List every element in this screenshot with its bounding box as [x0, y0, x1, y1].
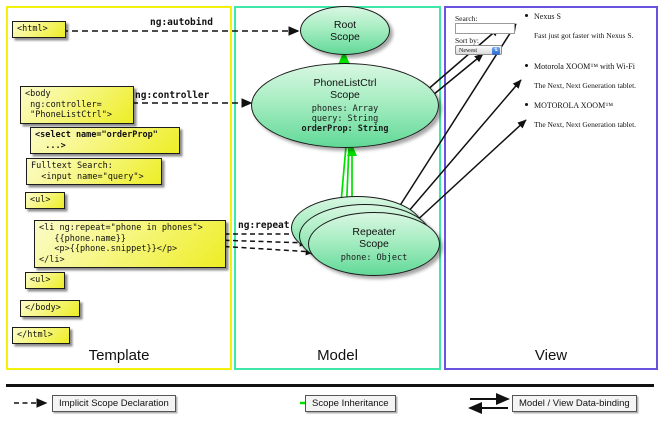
sort-select-value: Newest	[459, 48, 477, 54]
phonelistctrl-scope-props-orderprop: orderProp: String	[301, 124, 389, 134]
legend-scope-inheritance: Scope Inheritance	[305, 395, 396, 412]
list-item[interactable]: Motorola XOOM™ with Wi-Fi	[525, 62, 635, 71]
li-repeat-box: <li ng:repeat="phone in phones"> {{phone…	[34, 220, 226, 268]
column-view: View	[444, 6, 658, 370]
phone-name: Motorola XOOM™ with Wi-Fi	[534, 62, 635, 71]
column-label-template: Template	[88, 347, 150, 364]
fulltext-search-box: Fulltext Search: <input name="query">	[26, 158, 162, 185]
phonelistctrl-scope: PhoneListCtrl Scope phones: Array query:…	[251, 63, 439, 148]
ul-open-box: <ul>	[25, 192, 65, 209]
repeater-scope-title: Repeater Scope	[352, 225, 396, 250]
body-close-box: </body>	[20, 300, 80, 317]
phone-name: Nexus S	[534, 12, 561, 21]
column-label-model: Model	[317, 347, 358, 364]
column-model: Model	[234, 6, 441, 370]
repeater-scope-props: phone: Object	[340, 252, 408, 263]
search-label: Search:	[455, 14, 478, 23]
chevron-updown-icon: ⇅	[492, 47, 500, 55]
phonelistctrl-scope-title: PhoneListCtrl Scope	[313, 77, 377, 101]
edge-label-repeat: ng:repeat	[238, 220, 290, 231]
phonelistctrl-scope-props: phones: Array query: String	[311, 104, 379, 124]
column-label-view: View	[534, 347, 568, 364]
phone-snippet: Fast just got faster with Nexus S.	[534, 31, 634, 40]
phone-name: MOTOROLA XOOM™	[534, 101, 614, 110]
search-input[interactable]	[455, 23, 515, 34]
root-scope-title: Root Scope	[330, 18, 360, 43]
body-controller-box: <body ng:controller= "PhoneListCtrl">	[20, 86, 134, 124]
legend-data-binding: Model / View Data-binding	[512, 395, 637, 412]
legend-implicit-scope-declaration: Implicit Scope Declaration	[52, 395, 176, 412]
list-item[interactable]: Nexus S	[525, 12, 561, 21]
bullet-icon	[525, 103, 528, 106]
list-item[interactable]: MOTOROLA XOOM™	[525, 101, 614, 110]
html-open-box: <html>	[12, 21, 66, 38]
phone-snippet: The Next, Next Generation tablet.	[534, 81, 637, 90]
legend-divider	[6, 384, 654, 387]
root-scope: Root Scope	[300, 6, 390, 55]
repeater-scope: Repeater Scope phone: Object	[308, 212, 440, 276]
ul-close-box: <ul>	[25, 272, 65, 289]
html-close-box: </html>	[12, 327, 70, 344]
edge-label-controller: ng:controller	[135, 90, 210, 101]
bullet-icon	[525, 14, 528, 17]
edge-label-autobind: ng:autobind	[150, 17, 213, 28]
sort-label: Sort by:	[455, 36, 479, 45]
phone-snippet: The Next, Next Generation tablet.	[534, 120, 637, 129]
sort-select[interactable]: Newest ⇅	[455, 45, 502, 55]
select-orderprop-box: <select name="orderProp" ...>	[30, 127, 180, 154]
bullet-icon	[525, 64, 528, 67]
